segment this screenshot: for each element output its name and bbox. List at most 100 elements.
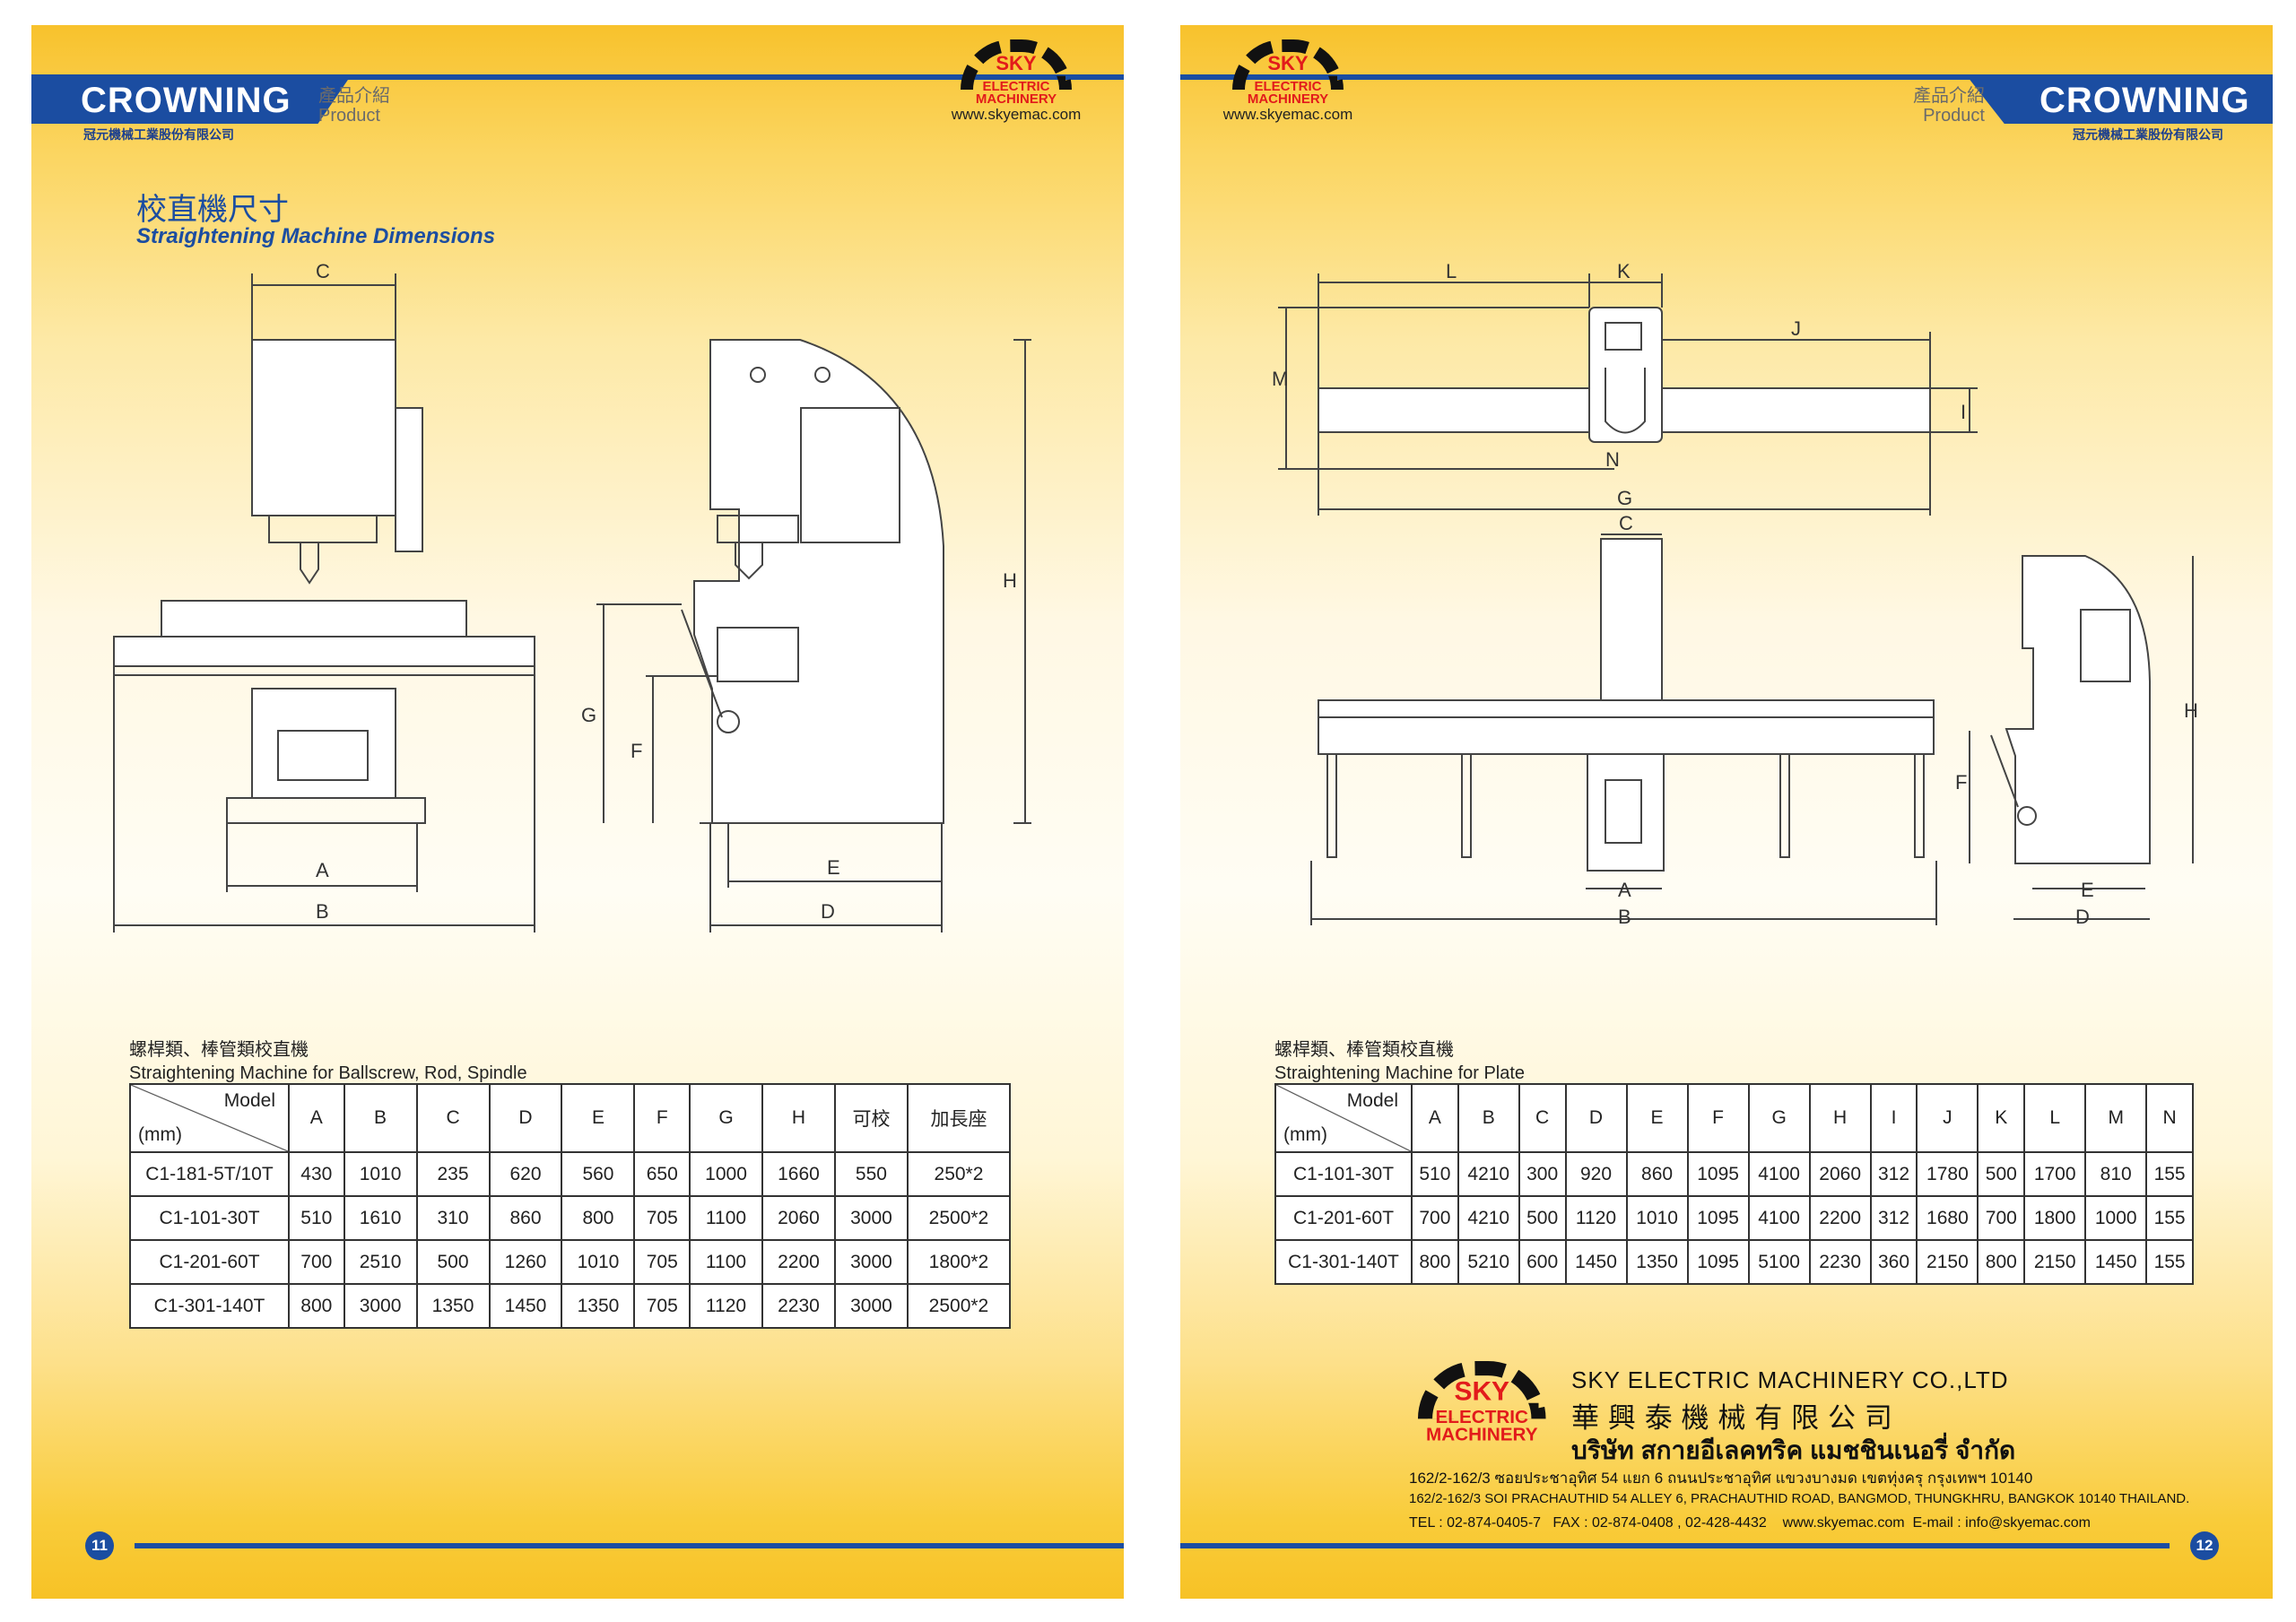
value-cell: 1100: [689, 1239, 763, 1285]
sky-logo-text: SKY: [996, 52, 1037, 74]
value-cell: 1350: [1625, 1239, 1689, 1285]
column-header: D: [488, 1083, 563, 1153]
value-cell: 5100: [1747, 1239, 1811, 1285]
value-cell: 510: [1411, 1151, 1459, 1197]
value-cell: 2230: [1808, 1239, 1872, 1285]
value-cell: 1095: [1686, 1195, 1750, 1241]
dim-label-f: F: [631, 740, 642, 762]
column-header: G: [689, 1083, 763, 1153]
dim-label-c: C: [1619, 512, 1633, 534]
dim-label-a: A: [316, 859, 329, 881]
value-cell: 705: [633, 1239, 691, 1285]
value-cell: 1450: [2084, 1239, 2148, 1285]
value-cell: 800: [1977, 1239, 2026, 1285]
dim-label-h: H: [1003, 569, 1017, 592]
side-view: H F E D: [1955, 555, 2198, 928]
value-cell: 700: [1977, 1195, 2026, 1241]
section-label: 產品介紹 Product: [1913, 86, 1985, 126]
value-cell: 1610: [343, 1195, 418, 1241]
value-cell: 1095: [1686, 1151, 1750, 1197]
value-cell: 800: [288, 1283, 345, 1329]
right-page: CROWNING 冠元機械工業股份有限公司 產品介紹 Product SKY E…: [1180, 25, 2273, 1599]
value-cell: 250*2: [906, 1151, 1012, 1197]
value-cell: 2150: [2023, 1239, 2087, 1285]
value-cell: 1100: [689, 1195, 763, 1241]
sky-logo-line2: MACHINERY: [1425, 1424, 1538, 1445]
table-caption-en: Straightening Machine for Ballscrew, Rod…: [129, 1063, 527, 1083]
column-header: B: [1457, 1083, 1520, 1153]
column-header: D: [1564, 1083, 1628, 1153]
section-label-cn: 產品介紹: [318, 86, 390, 106]
column-header: A: [1411, 1083, 1459, 1153]
value-cell: 4100: [1747, 1151, 1811, 1197]
value-cell: 2500*2: [906, 1283, 1012, 1329]
crowning-logo: CROWNING: [1968, 77, 2273, 124]
value-cell: 310: [415, 1195, 491, 1241]
table-corner-header: Model(mm): [1274, 1083, 1413, 1153]
top-view: L K J M I N G: [1272, 260, 1978, 516]
value-cell: 1800*2: [906, 1239, 1012, 1285]
sky-logo-large: SKY ELECTRIC MACHINERY: [1405, 1361, 1560, 1444]
column-header: E: [1625, 1083, 1689, 1153]
section-label-cn: 產品介紹: [1913, 86, 1985, 106]
sky-logo-line2: MACHINERY: [975, 91, 1057, 107]
value-cell: 4100: [1747, 1195, 1811, 1241]
dim-label-f: F: [1955, 771, 1967, 794]
column-header: H: [1808, 1083, 1872, 1153]
value-cell: 430: [288, 1151, 345, 1197]
value-cell: 3000: [833, 1195, 909, 1241]
column-header: F: [633, 1083, 691, 1153]
value-cell: 4210: [1457, 1195, 1520, 1241]
value-cell: 2060: [761, 1195, 836, 1241]
value-cell: 1095: [1686, 1239, 1750, 1285]
column-header: H: [761, 1083, 836, 1153]
value-cell: 860: [1625, 1151, 1689, 1197]
page-title-cn: 校直機尺寸: [136, 193, 289, 227]
value-cell: 3000: [833, 1283, 909, 1329]
value-cell: 2200: [1808, 1195, 1872, 1241]
table-caption-cn: 螺桿類、棒管類校直機: [129, 1040, 309, 1060]
section-label-en: Product: [1923, 106, 1985, 126]
model-cell: C1-101-30T: [1274, 1151, 1413, 1197]
sky-logo-line2: MACHINERY: [1247, 91, 1329, 107]
dim-label-c: C: [316, 260, 330, 282]
dim-label-d: D: [2075, 906, 2090, 928]
sky-logo-text: SKY: [1267, 52, 1309, 74]
model-cell: C1-201-60T: [129, 1239, 290, 1285]
value-cell: 1010: [343, 1151, 418, 1197]
column-header: 可校: [833, 1083, 909, 1153]
value-cell: 1780: [1916, 1151, 1979, 1197]
dim-label-n: N: [1605, 448, 1620, 471]
left-machine-drawing: C A B H G F E D: [113, 260, 1031, 932]
column-header: C: [1518, 1083, 1567, 1153]
value-cell: 4210: [1457, 1151, 1520, 1197]
section-label-en: Product: [318, 106, 380, 126]
crowning-logo: CROWNING: [31, 77, 350, 124]
value-cell: 155: [2145, 1151, 2194, 1197]
value-cell: 2230: [761, 1283, 836, 1329]
dim-label-g: G: [1617, 487, 1632, 509]
value-cell: 500: [1518, 1195, 1567, 1241]
value-cell: 1800: [2023, 1195, 2087, 1241]
value-cell: 860: [488, 1195, 563, 1241]
value-cell: 300: [1518, 1151, 1567, 1197]
front-view: C A B: [113, 260, 535, 932]
column-header: I: [1869, 1083, 1918, 1153]
front-view: C A B: [1310, 512, 1937, 928]
corner-model-label: Model: [223, 1090, 275, 1111]
corner-model-label: Model: [1346, 1090, 1398, 1111]
dim-label-h: H: [2184, 699, 2198, 722]
value-cell: 1450: [1564, 1239, 1628, 1285]
dim-label-e: E: [827, 856, 840, 879]
value-cell: 1700: [2023, 1151, 2087, 1197]
footer-rule: [1180, 1543, 2170, 1548]
sky-logo-url: www.skyemac.com: [951, 106, 1082, 123]
value-cell: 2060: [1808, 1151, 1872, 1197]
header-rule: [1180, 74, 2273, 80]
value-cell: 155: [2145, 1195, 2194, 1241]
